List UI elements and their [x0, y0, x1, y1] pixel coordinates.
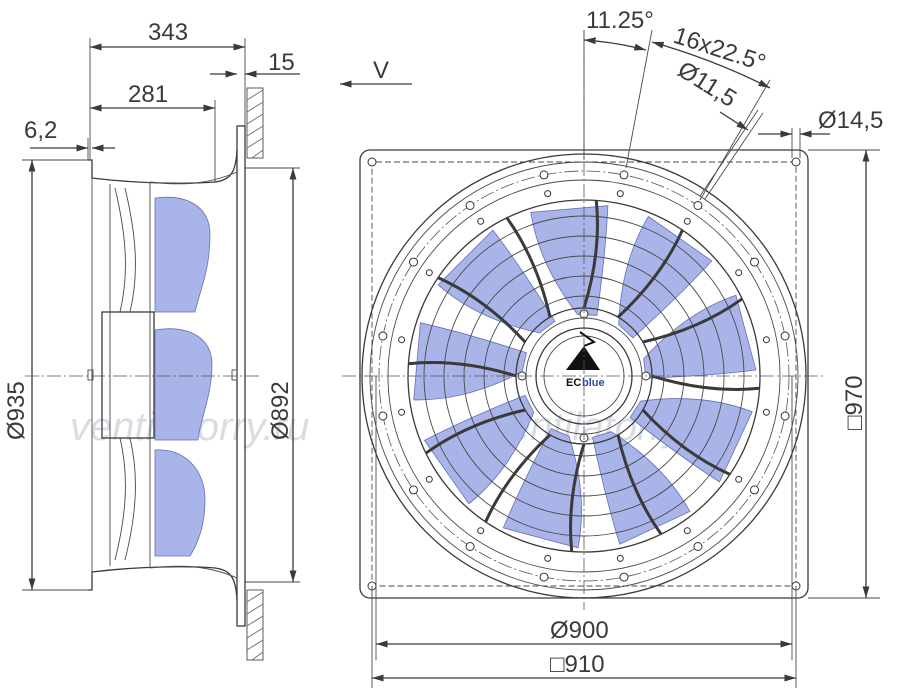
- front-blade: [629, 398, 753, 483]
- bolt-hole: [693, 542, 703, 551]
- front-blades: [413, 205, 757, 549]
- guard-spoke: [484, 433, 552, 523]
- guard-spoke: [424, 408, 526, 455]
- bolt-hole: [425, 269, 433, 277]
- guard-spoke: [641, 408, 731, 476]
- front-blade: [423, 394, 535, 505]
- bolt-hole: [477, 527, 485, 535]
- bolt-hole: [378, 331, 388, 341]
- bolt-hole: [544, 190, 552, 198]
- guard-spoke: [505, 216, 552, 318]
- bolt-hole: [762, 336, 770, 344]
- bolt-hole: [619, 572, 629, 582]
- guard-spoke: [408, 361, 517, 378]
- side-view: 343 281 15 6,2 Ø935 Ø892 V: [3, 19, 412, 661]
- bolt-hole: [750, 485, 759, 495]
- guard-spoke: [616, 434, 663, 536]
- bolt-hole: [780, 331, 790, 341]
- front-blade: [413, 322, 527, 401]
- guard-spoke: [651, 374, 760, 391]
- dim-inlet-diameter: Ø935: [3, 381, 30, 440]
- dim-plate-outer-square: □970: [841, 375, 868, 430]
- side-blade-mid: [154, 328, 213, 441]
- bolt-hole: [683, 217, 691, 225]
- side-blade-lower: [154, 449, 206, 557]
- front-guard-spokes: [408, 200, 760, 552]
- bolt-hole: [425, 475, 433, 483]
- dim-overall-depth: 343: [148, 19, 188, 46]
- bolt-hole: [544, 554, 552, 562]
- bolt-hole: [398, 336, 406, 344]
- dim-inlet-offset: 6,2: [24, 117, 57, 144]
- bolt-hole: [409, 257, 418, 267]
- front-blade: [437, 229, 556, 334]
- side-blade-upper: [154, 196, 211, 313]
- bolt-hole: [465, 201, 475, 210]
- front-blade: [643, 294, 757, 379]
- dim-hole-corner: Ø14,5: [818, 107, 883, 134]
- bolt-hole: [735, 475, 743, 483]
- bolt-hole: [619, 170, 629, 180]
- front-bolt-holes: [378, 170, 790, 582]
- bolt-hole: [616, 190, 624, 198]
- bolt-hole: [465, 542, 475, 551]
- guard-spoke: [437, 276, 527, 344]
- dim-flange-thickness: 15: [268, 49, 295, 76]
- dim-bolt-circle: Ø900: [550, 617, 609, 644]
- bolt-hole: [616, 554, 624, 562]
- guard-spoke: [616, 229, 684, 319]
- front-blade: [618, 215, 713, 339]
- bolt-hole: [735, 269, 743, 277]
- bolt-hole: [750, 257, 759, 267]
- bolt-hole: [693, 201, 703, 210]
- wall-hatch-bottom: [246, 589, 264, 661]
- bolt-hole: [378, 411, 388, 421]
- wall-hatch-top: [246, 87, 264, 159]
- guard-spoke: [569, 443, 586, 552]
- ecblue-logo: EC blue: [566, 331, 605, 389]
- dim-depth-to-flange: 281: [128, 81, 168, 108]
- front-blade: [592, 431, 691, 545]
- side-housing-outline: [88, 149, 238, 601]
- logo-blue: blue: [582, 377, 605, 389]
- dim-flange-inner-diameter: Ø892: [267, 381, 294, 440]
- bolt-hole: [477, 217, 485, 225]
- bolt-hole: [762, 408, 770, 416]
- bolt-hole: [539, 170, 549, 180]
- bolt-hole: [683, 527, 691, 535]
- bolt-hole: [539, 572, 549, 582]
- guard-spoke: [582, 200, 599, 309]
- bolt-hole: [780, 411, 790, 421]
- logo-ec: EC: [566, 377, 581, 389]
- dim-plate-square: □910: [550, 651, 605, 678]
- dim-angle-start: 11.25°: [586, 7, 654, 34]
- bolt-hole: [398, 408, 406, 416]
- side-motor-body: [101, 311, 155, 439]
- front-view: EC blue 11.25° 16x22.5° Ø11,5: [342, 7, 883, 688]
- guard-spoke: [642, 297, 744, 344]
- bolt-hole: [409, 485, 418, 495]
- view-label-v: V: [373, 57, 389, 84]
